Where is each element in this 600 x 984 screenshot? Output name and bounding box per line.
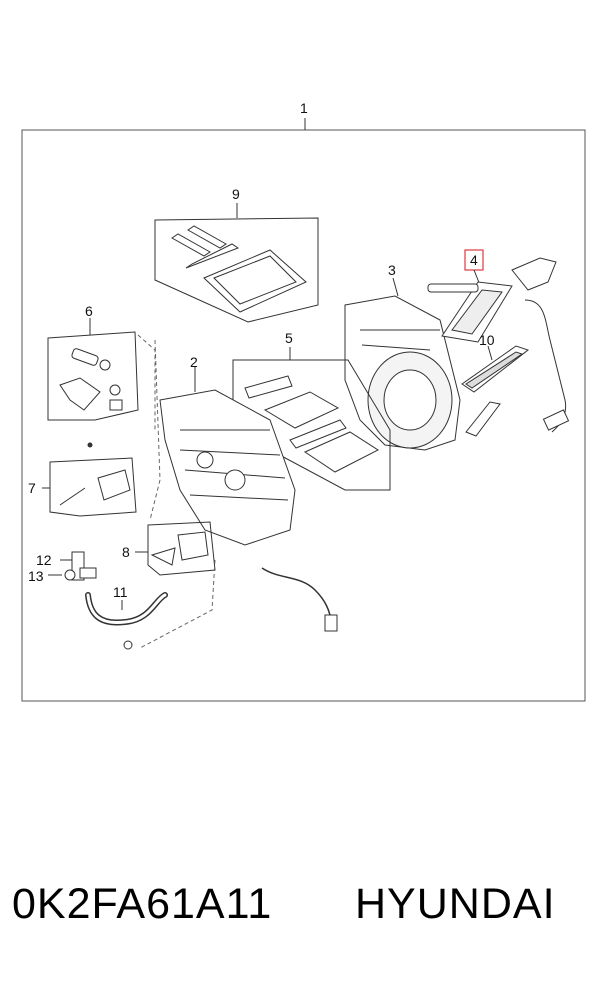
callout-11[interactable]: 11 (113, 584, 128, 600)
leader-line-10 (487, 345, 493, 361)
part-3-blower-housing (344, 295, 461, 451)
callout-8[interactable]: 8 (122, 544, 130, 560)
part-number: 0K2FA61A11 (12, 880, 273, 928)
part-12-13-fittings (64, 551, 97, 581)
part-8-motor (150, 531, 209, 566)
part-box-8 (147, 521, 216, 576)
part-10-heater-core (461, 345, 530, 437)
harness-connector (324, 614, 338, 632)
dashed-link-center (149, 339, 161, 521)
callout-9[interactable]: 9 (232, 186, 240, 202)
dashed-link-hose (139, 559, 216, 649)
part-box-7 (49, 457, 137, 517)
part-6-linkage (59, 348, 123, 411)
part-pipe-assembly (511, 257, 570, 433)
callout-6[interactable]: 6 (85, 303, 93, 319)
callout-13[interactable]: 13 (28, 568, 44, 584)
wiring-harness (261, 567, 333, 626)
part-box-9 (154, 217, 319, 323)
caption-bar: 0K2FA61A11 HYUNDAI (0, 880, 600, 950)
part-9-seal-strips (171, 225, 307, 313)
callout-3[interactable]: 3 (388, 262, 396, 278)
part-5-doors (244, 375, 380, 473)
brand-name: HYUNDAI (355, 880, 556, 928)
callout-12[interactable]: 12 (36, 552, 52, 568)
callout-5[interactable]: 5 (285, 330, 293, 346)
callout-1[interactable]: 1 (300, 100, 308, 116)
assembly-frame (21, 129, 586, 702)
callout-2[interactable]: 2 (190, 354, 198, 370)
part-11-drain-hose-inner (86, 593, 167, 625)
part-7-actuator (59, 442, 131, 506)
part-4-evaporator (427, 281, 513, 343)
dashed-link-6 (137, 334, 156, 430)
callout-4[interactable]: 4 (470, 252, 478, 268)
part-2-case (159, 389, 296, 546)
callout-7[interactable]: 7 (28, 480, 36, 496)
callout-10[interactable]: 10 (479, 332, 495, 348)
hose-clamp (123, 640, 133, 650)
part-box-6 (47, 331, 139, 421)
leader-line-3 (392, 277, 399, 297)
